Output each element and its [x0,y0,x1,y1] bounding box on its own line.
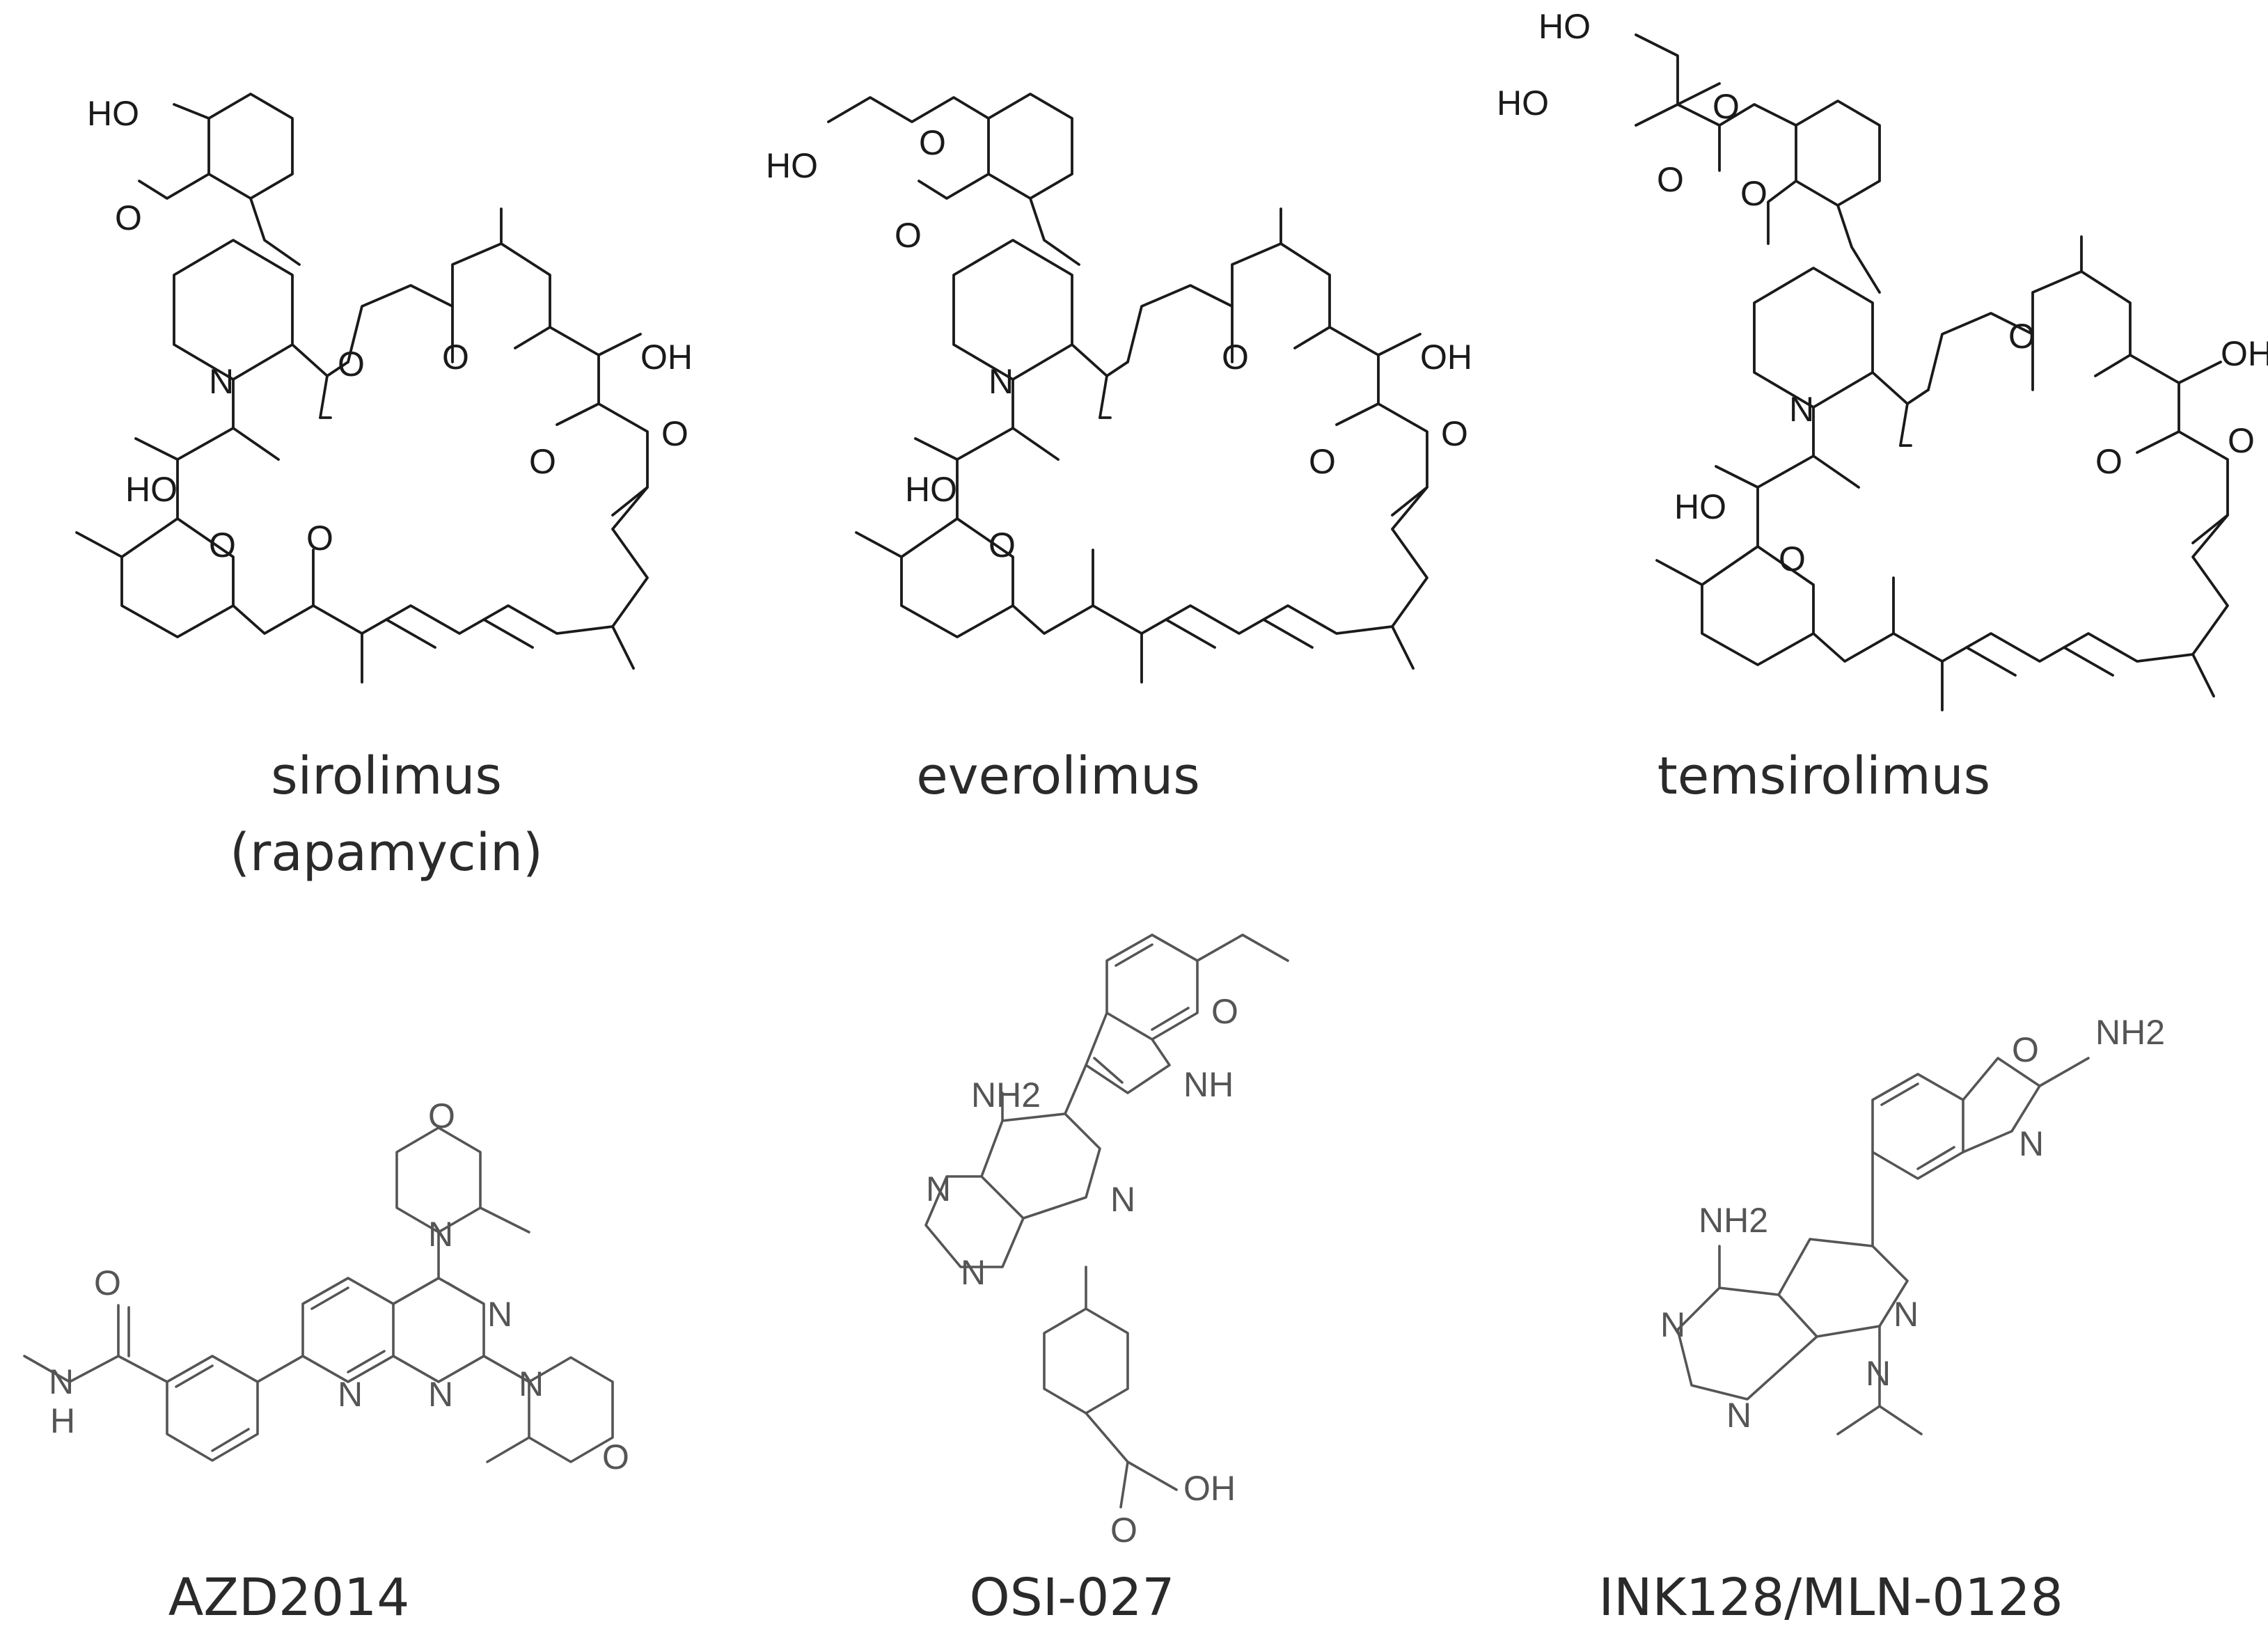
atom-label-nitrogen: N [428,1215,453,1254]
atom-label-hydroxyl: HO [1674,487,1726,526]
atom-label-hydroxyl: OH [1183,1469,1236,1508]
atom-label-oxygen: O [2008,317,2035,356]
atom-label-hydrogen: H [50,1401,75,1440]
atom-label-hydroxyl: OH [2221,334,2268,373]
azd2014-structure: O N H N N N N O N O AZD2014 [23,1096,629,1628]
atom-label-nitrogen: N [1660,1305,1685,1344]
atom-label-oxygen: O [94,1263,121,1302]
temsirolimus-structure: HO HO O O O N OH HO O O O O temsirolimus [1497,7,2268,806]
atom-label-hydroxyl: HO [766,146,818,185]
atom-label-amine: NH2 [1699,1201,1768,1240]
atom-label-nitrogen: N [338,1375,363,1414]
atom-label-hydroxyl: HO [87,94,139,133]
atom-label-hydroxyl: OH [1420,338,1472,377]
compound-name-osi-027: OSI-027 [970,1568,1175,1628]
atom-label-hydroxyl: HO [1538,7,1591,46]
sirolimus-structure: HO O N OH HO O O O O O O sirolimus (rapa… [75,93,693,883]
atom-label-nh: NH [1183,1065,1234,1104]
atom-label-nitrogen: N [49,1362,74,1401]
osi-027-structure: O NH NH2 N N N OH O OSI-027 [924,934,1289,1628]
atom-label-oxygen: O [661,414,688,453]
atom-label-oxygen: O [338,345,365,384]
atom-label-nitrogen: N [519,1364,544,1403]
atom-label-oxygen: O [1211,992,1238,1031]
atom-label-oxygen: O [2012,1030,2039,1069]
atom-label-oxygen: O [1657,160,1684,199]
atom-label-oxygen: O [919,123,946,162]
atom-label-nitrogen: N [487,1295,512,1334]
atom-label-oxygen: O [442,338,469,377]
atom-label-oxygen: O [1441,414,1468,453]
compound-name-azd2014: AZD2014 [168,1568,410,1628]
atom-label-nitrogen: N [428,1375,453,1414]
atom-label-nitrogen: N [926,1170,951,1208]
atom-label-oxygen: O [2095,442,2123,481]
atom-label-nitrogen: N [209,362,234,401]
atom-label-oxygen: O [2228,421,2255,460]
atom-label-nitrogen: N [1726,1396,1751,1435]
atom-label-oxygen: O [602,1438,629,1476]
ink128-structure: O N NH2 NH2 N N N N INK128/MLN-0128 [1598,1013,2165,1628]
atom-label-oxygen: O [1222,338,1249,377]
atom-label-oxygen: O [428,1096,455,1135]
compound-name-sirolimus: sirolimus [271,746,502,806]
atom-label-nitrogen: N [961,1253,986,1292]
atom-label-amine: NH2 [971,1076,1041,1115]
atom-label-nitrogen: N [1789,390,1814,429]
atom-label-hydroxyl: HO [1497,84,1549,123]
atom-label-nitrogen: N [1866,1354,1891,1393]
atom-label-oxygen: O [1779,540,1806,578]
atom-label-nitrogen: N [1110,1180,1135,1219]
atom-label-nitrogen: N [2019,1124,2044,1163]
atom-label-nitrogen: N [989,362,1014,401]
compound-name-temsirolimus: temsirolimus [1657,746,1990,806]
atom-label-oxygen: O [1110,1511,1137,1550]
atom-label-oxygen: O [115,198,142,237]
atom-label-oxygen: O [1712,87,1740,126]
atom-label-oxygen: O [989,526,1016,565]
atom-label-oxygen: O [529,442,556,481]
atom-label-hydroxyl: HO [125,470,178,509]
atom-label-oxygen: O [209,526,236,565]
compound-name-ink128-mln-0128: INK128/MLN-0128 [1598,1568,2063,1628]
atom-label-oxygen: O [306,519,333,558]
everolimus-structure: HO O O N OH HO O O O O everolimus [766,93,1472,806]
atom-label-oxygen: O [895,216,922,255]
atom-label-oxygen: O [1309,442,1336,481]
atom-label-nitrogen: N [1893,1295,1919,1334]
atom-label-oxygen: O [1740,174,1767,213]
atom-label-hydroxyl: OH [640,338,693,377]
atom-label-hydroxyl: HO [905,470,957,509]
compound-name-everolimus: everolimus [916,746,1200,806]
atom-label-amine: NH2 [2095,1013,2165,1052]
compound-alt-name-rapamycin: (rapamycin) [230,823,543,883]
